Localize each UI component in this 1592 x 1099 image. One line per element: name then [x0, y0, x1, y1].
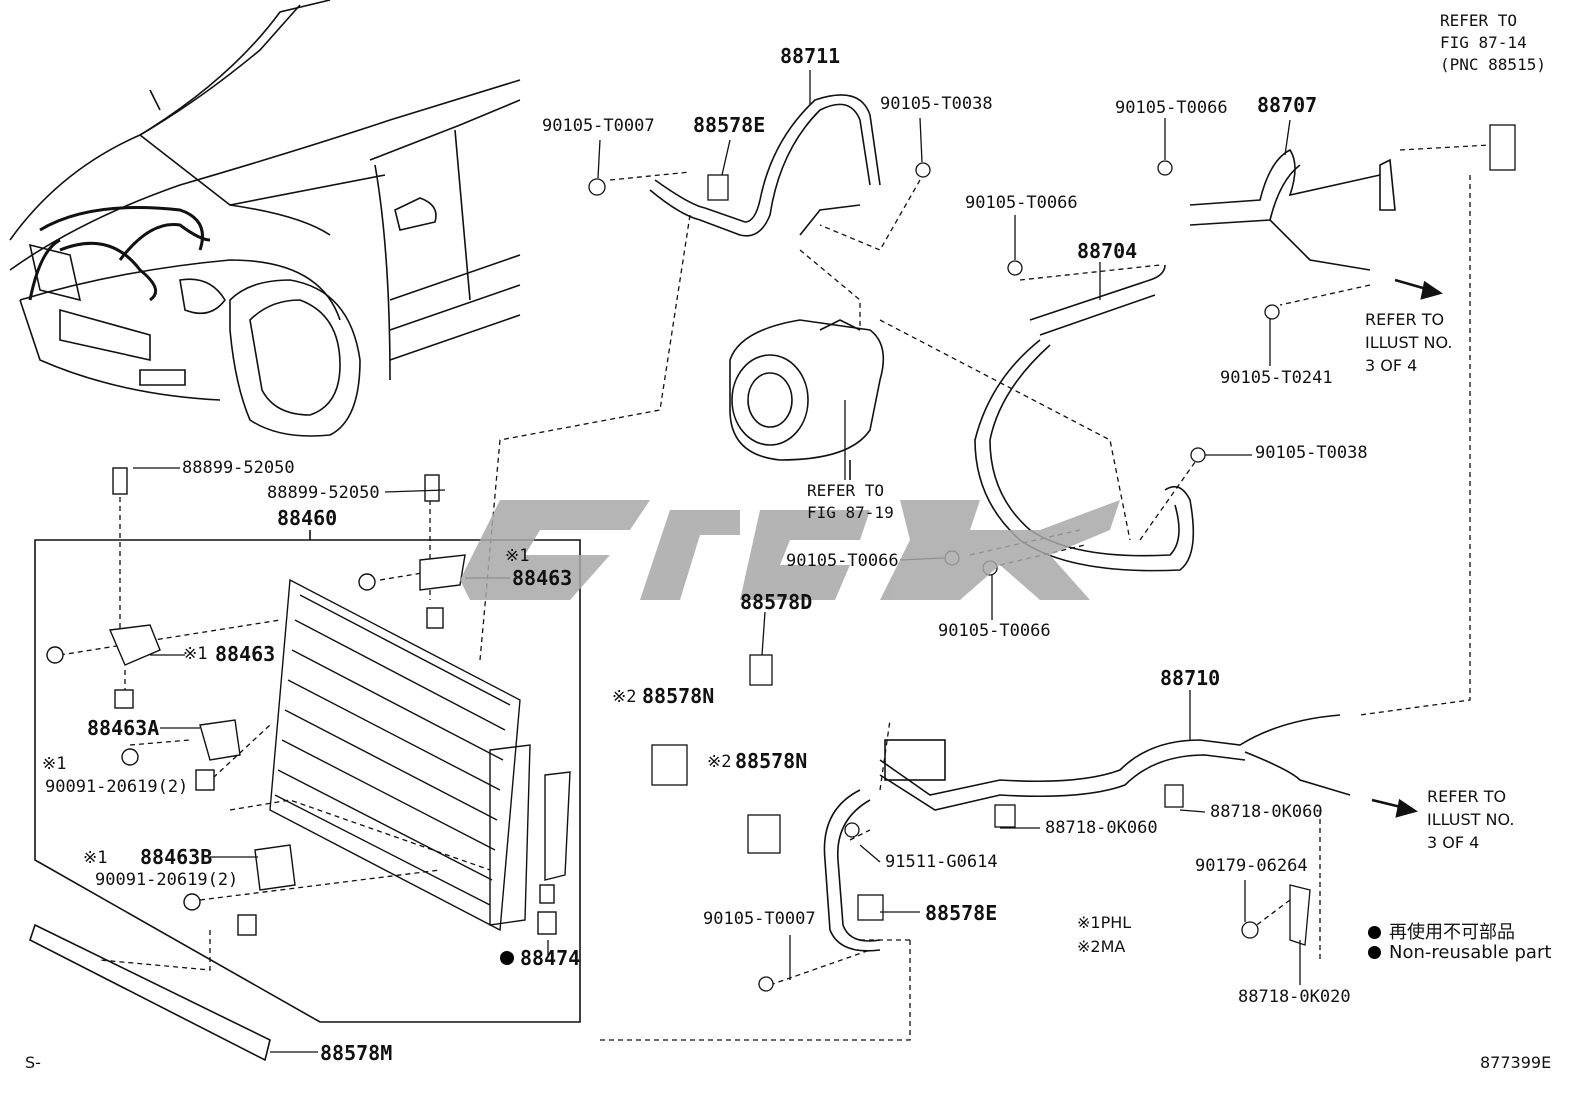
footer-left-code: S- — [25, 1053, 41, 1072]
label-88578N-a: 88578N — [642, 684, 715, 708]
label-88718-0K020: 88718-0K020 — [1238, 987, 1351, 1007]
pipes — [649, 94, 1396, 952]
label-90105-T0066-b: 90105-T0066 — [965, 193, 1078, 213]
legend-dot-icon — [1368, 946, 1381, 959]
refer-arrows — [1371, 278, 1443, 818]
note-ma: ※2MA — [1077, 937, 1126, 956]
non-reusable-dot-88474 — [500, 951, 514, 965]
watermark — [460, 500, 1120, 600]
label-88463-a: 88463 — [512, 566, 573, 590]
label-88899-52050-b: 88899-52050 — [267, 483, 380, 503]
mark-x1-90091-a: ※1 — [42, 754, 67, 774]
label-88711: 88711 — [780, 44, 841, 68]
label-90105-T0066-d: 90105-T0066 — [938, 621, 1051, 641]
label-88463A: 88463A — [87, 716, 160, 740]
label-90105-T0038-mid: 90105-T0038 — [1255, 443, 1368, 463]
refer-illust-top: REFER TO ILLUST NO. 3 OF 4 — [1365, 310, 1453, 375]
legend-en-text: Non-reusable part — [1389, 942, 1552, 963]
label-90179-06264: 90179-06264 — [1195, 856, 1308, 876]
label-88578E-bottom: 88578E — [925, 901, 998, 925]
arrow-head-bottom — [1395, 798, 1418, 818]
label-91511-G0614: 91511-G0614 — [885, 852, 998, 872]
condenser-hardware — [46, 467, 557, 936]
compressor — [729, 319, 885, 480]
label-90091-b: 90091-20619(2) — [95, 870, 239, 890]
note-phl: ※1PHL — [1077, 913, 1132, 932]
arrow-head-top — [1420, 280, 1443, 300]
mark-x2-88578N-b: ※2 — [707, 752, 732, 772]
legend-dot-icon — [1368, 926, 1381, 939]
label-88578N-b: 88578N — [735, 749, 808, 773]
label-90105-T0007-bottom: 90105-T0007 — [703, 909, 816, 929]
label-90105-T0038-top: 90105-T0038 — [880, 94, 993, 114]
label-88899-52050-a: 88899-52050 — [182, 458, 295, 478]
mark-x2-88578N-a: ※2 — [612, 687, 637, 707]
refer-fig-87-14: REFER TO FIG 87-14 (PNC 88515) — [1440, 11, 1546, 74]
condenser — [269, 578, 571, 932]
label-90105-T0066-a: 90105-T0066 — [1115, 98, 1228, 118]
label-90105-T0007-top: 90105-T0007 — [542, 116, 655, 136]
label-88707: 88707 — [1257, 93, 1318, 117]
legend-non-reusable-en: Non-reusable part — [1368, 942, 1551, 963]
label-88718-0K060-a: 88718-0K060 — [1045, 818, 1158, 838]
mark-x1-88463-b: ※1 — [183, 644, 208, 664]
label-90105-T0066-c: 90105-T0066 — [786, 551, 899, 571]
legend-jp-text: 再使用不可部品 — [1389, 922, 1515, 943]
label-88474: 88474 — [520, 946, 581, 970]
label-88578D: 88578D — [740, 590, 813, 614]
refer-illust-bottom: REFER TO ILLUST NO. 3 OF 4 — [1427, 787, 1515, 852]
label-88704: 88704 — [1077, 239, 1138, 263]
label-88710: 88710 — [1160, 666, 1221, 690]
label-90091-a: 90091-20619(2) — [45, 777, 189, 797]
label-leaders — [133, 70, 1301, 1053]
label-88578E-top: 88578E — [693, 113, 766, 137]
refer-fig-87-19: REFER TO FIG 87-19 — [807, 481, 894, 522]
label-88463B: 88463B — [140, 845, 213, 869]
mark-x1-88463-a: ※1 — [505, 546, 530, 566]
label-88578M: 88578M — [320, 1041, 393, 1065]
legend-non-reusable-jp: 再使用不可部品 — [1368, 918, 1515, 944]
footer-figure-id: 877399E — [1480, 1053, 1552, 1072]
vehicle-illustration — [9, 0, 521, 437]
label-90105-T0241: 90105-T0241 — [1220, 368, 1333, 388]
label-88460: 88460 — [277, 506, 338, 530]
support-bar — [29, 923, 271, 1062]
label-88463-b: 88463 — [215, 642, 276, 666]
label-88718-0K060-b: 88718-0K060 — [1210, 802, 1323, 822]
mark-x1-88463B: ※1 — [83, 848, 108, 868]
